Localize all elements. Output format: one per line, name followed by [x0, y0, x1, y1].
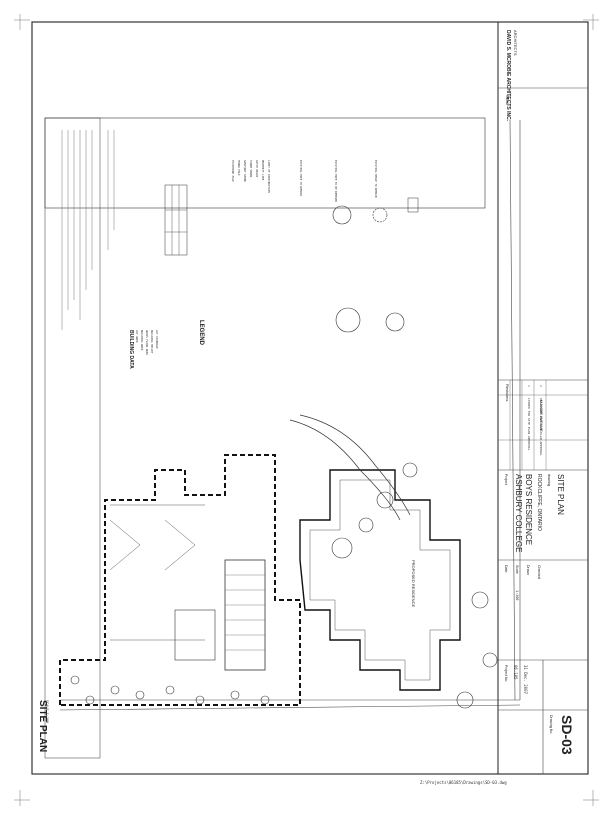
sheet-title: SITE PLAN [556, 474, 565, 515]
building-data-line-3: GROSS FLOOR AREA [145, 330, 149, 355]
proposed-residence [299, 469, 461, 691]
tree-remain-symbol-2 [335, 307, 361, 333]
area-table [164, 184, 188, 256]
revision-row-1: ISSUED FOR SITE PLAN APPROVAL [527, 398, 531, 451]
project-no-label: Project No. [504, 665, 508, 682]
drawn-label: Drawn [526, 565, 530, 575]
drawing-scale: SCALE 1:300 [45, 700, 49, 723]
revisions-label: Revisions [505, 384, 510, 401]
tree-remove-symbol [372, 207, 388, 223]
legend-item-3: SANITARY SEWER [243, 160, 247, 182]
legend-item-4: STORM SEWER [249, 160, 253, 178]
legend-item-2: HYDRO POLE [237, 160, 241, 176]
footer-path: Z:\Projects\06185\Drawings\SD-03.dwg [420, 780, 507, 785]
existing-building [174, 559, 266, 671]
drawing-title-block: SITE PLAN SCALE 1:300 [37, 700, 49, 752]
limit-of-construction [59, 454, 301, 706]
residence-inner-line [309, 479, 451, 681]
drawing-label-small: drawing [547, 474, 551, 486]
legend-title: LEGEND [198, 320, 204, 346]
hedge-symbol [385, 312, 405, 332]
architect-sub: ARCHITECTS [513, 30, 518, 56]
project-name-2: BOYS RESIDENCE [524, 474, 533, 545]
drawing-number: SD-03 [559, 715, 575, 755]
drawing-no-label: Drawing No. [549, 715, 553, 734]
project-location: ROCKCLIFFE, ONTARIO [536, 474, 542, 531]
drawing-border [31, 21, 589, 775]
property-lines [59, 119, 521, 711]
building-data-line-1: LOT AREA [135, 330, 139, 343]
legend-item-10: EXISTING HEDGE TO REMAIN [374, 160, 378, 198]
legend-item-5: CATCH BASIN [255, 160, 259, 178]
revision-row-2: RE-ISSUED FOR SITE PLAN APPROVAL [539, 398, 543, 456]
legend-item-7: LIMIT OF CONSTRUCTION [267, 160, 271, 193]
legend-item-6: PROPERTY LINE [261, 160, 265, 181]
scale-value: 1:300 [515, 590, 519, 601]
seal-label: SEAL [505, 95, 510, 106]
legend-item-9: EXISTING TREE TO BE REMOVED [334, 160, 338, 203]
hedge-box-symbol [407, 197, 419, 213]
building-data-line-2: BUILDING AREA [140, 330, 144, 351]
building-data-line-5: LOT COVERAGE [155, 330, 159, 349]
revision-no-1: 1 [527, 385, 531, 387]
building-data-block: BUILDING DATA LOT AREA BUILDING AREA GRO… [61, 130, 188, 369]
drawing-title: SITE PLAN [37, 700, 48, 752]
architect-name: DAVID S. MCROBIE ARCHITECTS INC. [505, 30, 511, 122]
street-label: MANOR AVENUE [539, 400, 544, 432]
building-data-title: BUILDING DATA [128, 330, 134, 369]
building-data-line-4: BUILDING HEIGHT [150, 330, 154, 354]
project-no: 06.185 [513, 665, 518, 680]
scale-label: Scale [515, 565, 519, 574]
checked-label: Checked [537, 565, 541, 579]
date-label: Date [504, 565, 508, 572]
crop-marks [14, 14, 599, 806]
project-label: Project [504, 474, 508, 485]
proposed-label: PROPOSED RESIDENCE [411, 560, 416, 607]
site-trees [70, 462, 498, 709]
legend-block: LEGEND TELEPHONE POLE HYDRO POLE SANITAR… [198, 160, 419, 346]
street-band [44, 117, 101, 759]
project-name-1: ASHBURY COLLEGE [514, 474, 523, 552]
tree-remain-symbol [332, 205, 352, 225]
revision-no-2: 2 [539, 385, 543, 387]
driveway [289, 414, 411, 521]
parking-area [109, 504, 205, 641]
legend-item-1: TELEPHONE POLE [231, 160, 235, 182]
date-value: 31 Dec. 2007 [523, 665, 528, 694]
legend-item-8: EXISTING TREE TO REMAIN [299, 160, 303, 196]
